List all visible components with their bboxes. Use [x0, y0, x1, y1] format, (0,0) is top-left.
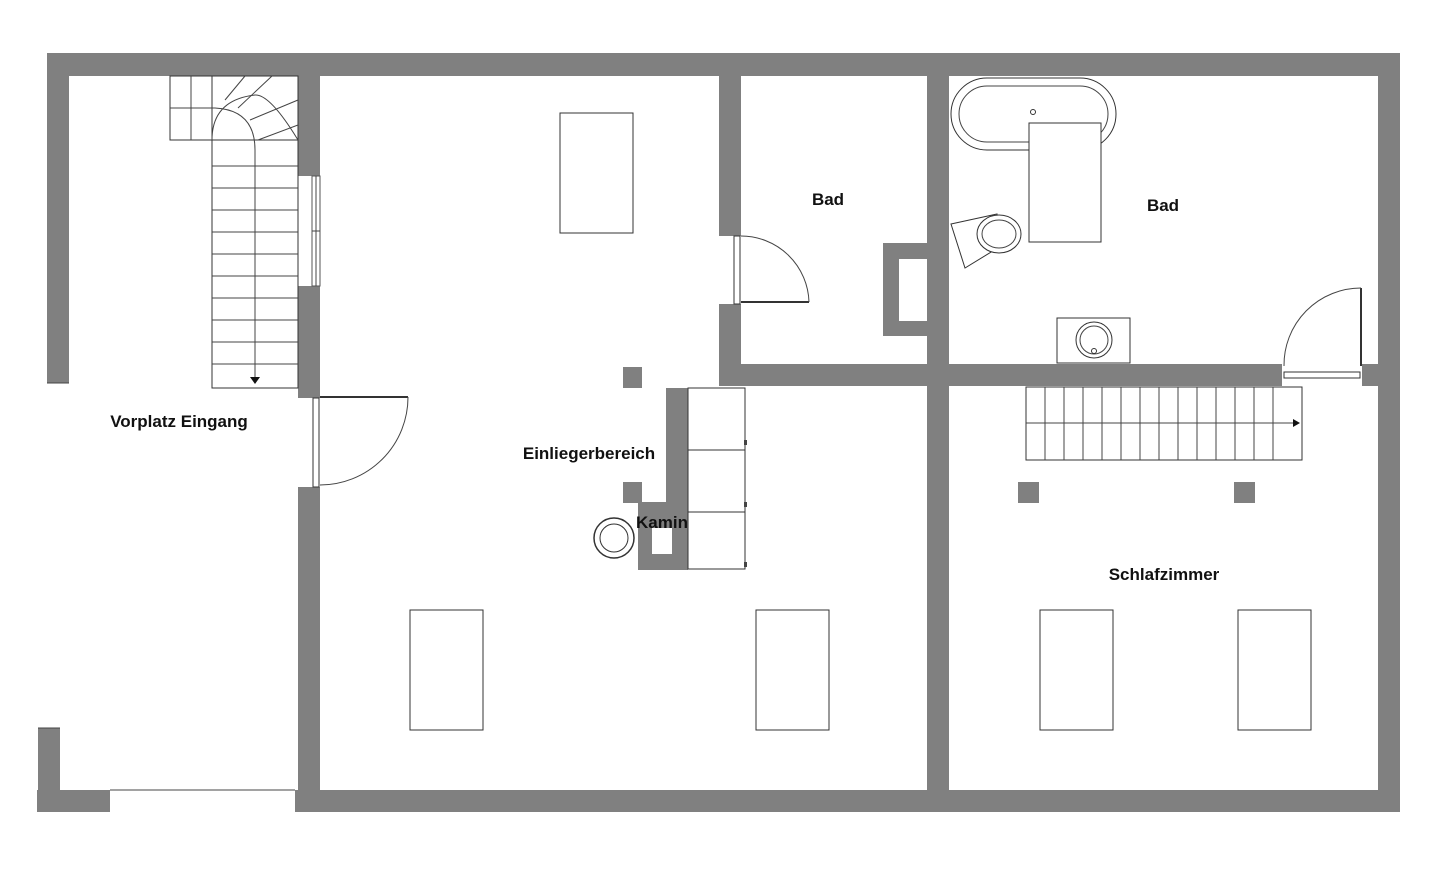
column-icon: [1234, 482, 1255, 503]
column-icon: [1018, 482, 1039, 503]
staircase-icon: [1025, 386, 1303, 461]
column-icon: [623, 482, 642, 503]
room-label-vorplatz: Vorplatz Eingang: [110, 412, 248, 431]
room-label-einliegerbereich: Einliegerbereich: [523, 444, 655, 463]
skylight-icon: [409, 609, 484, 731]
door-icon: [1282, 287, 1362, 386]
column-icon: [623, 367, 642, 388]
entrance-opening: [110, 790, 295, 812]
skylight-icon: [755, 609, 830, 731]
skylight-icon: [1237, 609, 1312, 731]
staircase-icon: [169, 75, 299, 389]
outer-walls: [37, 53, 1400, 812]
room-label-bad-small: Bad: [812, 190, 844, 209]
door-icon: [721, 235, 810, 305]
toilet-icon: [950, 213, 1022, 269]
door-icon: [300, 396, 409, 488]
room-label-bad-large: Bad: [1147, 196, 1179, 215]
window-icon: [38, 382, 69, 729]
fireplace-icon: [593, 388, 688, 570]
shower-panel: [1028, 122, 1102, 243]
room-label-schlafzimmer: Schlafzimmer: [1109, 565, 1220, 584]
cabinet-unit: [687, 387, 747, 570]
window-icon: [311, 175, 321, 287]
interior-walls: [298, 76, 1400, 812]
skylight-icon: [1039, 609, 1114, 731]
room-label-kamin: Kamin: [636, 513, 688, 532]
skylight-icon: [559, 112, 634, 234]
sink-icon: [1056, 317, 1131, 364]
